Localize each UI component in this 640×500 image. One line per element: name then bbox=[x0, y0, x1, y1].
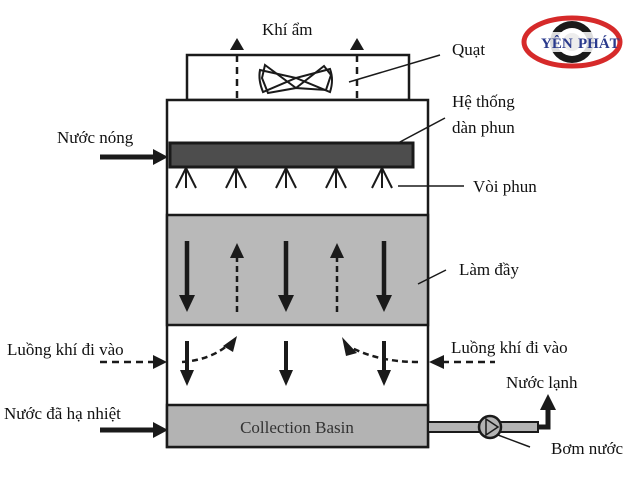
logo-text-left: YÊN bbox=[541, 35, 573, 52]
cooled-water-arrowhead bbox=[153, 422, 168, 438]
fan-label: Quạt bbox=[452, 40, 485, 59]
cold-water-arrowhead bbox=[540, 394, 556, 410]
fill-label: Làm đầy bbox=[459, 260, 519, 279]
curved-air-arrow-icon bbox=[342, 337, 357, 356]
spray-header-pipe bbox=[168, 141, 415, 169]
yen-phat-logo: YÊN PHÁT bbox=[521, 15, 623, 69]
moist-air-label: Khí ẩm bbox=[262, 20, 313, 39]
logo-text-right: PHÁT bbox=[578, 35, 620, 52]
hot-water-arrowhead bbox=[153, 149, 168, 165]
nozzle-icon bbox=[371, 167, 393, 189]
air-inlet-left-arrowhead bbox=[153, 355, 167, 369]
up-arrow-icon bbox=[330, 243, 344, 258]
down-arrow-icon bbox=[278, 295, 294, 312]
fill-media bbox=[165, 213, 430, 327]
exhaust-arrowhead-right bbox=[350, 38, 364, 50]
nozzle-icon bbox=[225, 167, 247, 189]
pump-label: Bơm nước bbox=[551, 439, 624, 458]
nozzle-icon bbox=[275, 167, 297, 189]
air-inlet-right-label: Luồng khí đi vào bbox=[451, 338, 568, 357]
hot-water-label: Nước nóng bbox=[57, 128, 134, 147]
pump-icon bbox=[477, 414, 503, 440]
fill-water-arrows bbox=[179, 241, 392, 312]
cold-water-riser bbox=[538, 408, 551, 430]
down-arrow-icon bbox=[377, 370, 391, 386]
fan-leader-line bbox=[348, 54, 441, 83]
spray-system-leader-line bbox=[397, 117, 446, 144]
exhaust-arrowhead-left bbox=[230, 38, 244, 50]
nozzles bbox=[175, 167, 393, 189]
fan-blade-icon bbox=[258, 67, 333, 94]
air-inlet-right-arrowhead bbox=[429, 355, 444, 369]
down-arrow-icon bbox=[279, 370, 293, 386]
curved-air-arrow-icon bbox=[223, 336, 237, 352]
up-arrow-icon bbox=[230, 243, 244, 258]
cooled-water-label: Nước đã hạ nhiệt bbox=[4, 404, 121, 423]
logo-ring bbox=[521, 15, 623, 69]
down-arrow-icon bbox=[180, 370, 194, 386]
rain-zone-arrows bbox=[180, 336, 419, 386]
nozzle-icon bbox=[175, 167, 197, 189]
fill-leader-line bbox=[417, 269, 447, 285]
collection-basin-label: Collection Basin bbox=[240, 418, 354, 437]
spray-system-label-line1: Hệ thống bbox=[452, 92, 515, 111]
down-arrow-icon bbox=[376, 295, 392, 312]
pump-arrow-icon bbox=[485, 417, 500, 437]
pump-leader-line bbox=[497, 434, 531, 448]
air-inlet-left-label: Luồng khí đi vào bbox=[7, 340, 124, 359]
spray-system-label-line2: dàn phun bbox=[452, 118, 515, 137]
nozzle-label: Vòi phun bbox=[473, 177, 537, 196]
cold-water-label: Nước lạnh bbox=[506, 373, 578, 392]
fill-air-arrows bbox=[230, 243, 344, 312]
down-arrow-icon bbox=[179, 295, 195, 312]
nozzle-icon bbox=[325, 167, 347, 189]
